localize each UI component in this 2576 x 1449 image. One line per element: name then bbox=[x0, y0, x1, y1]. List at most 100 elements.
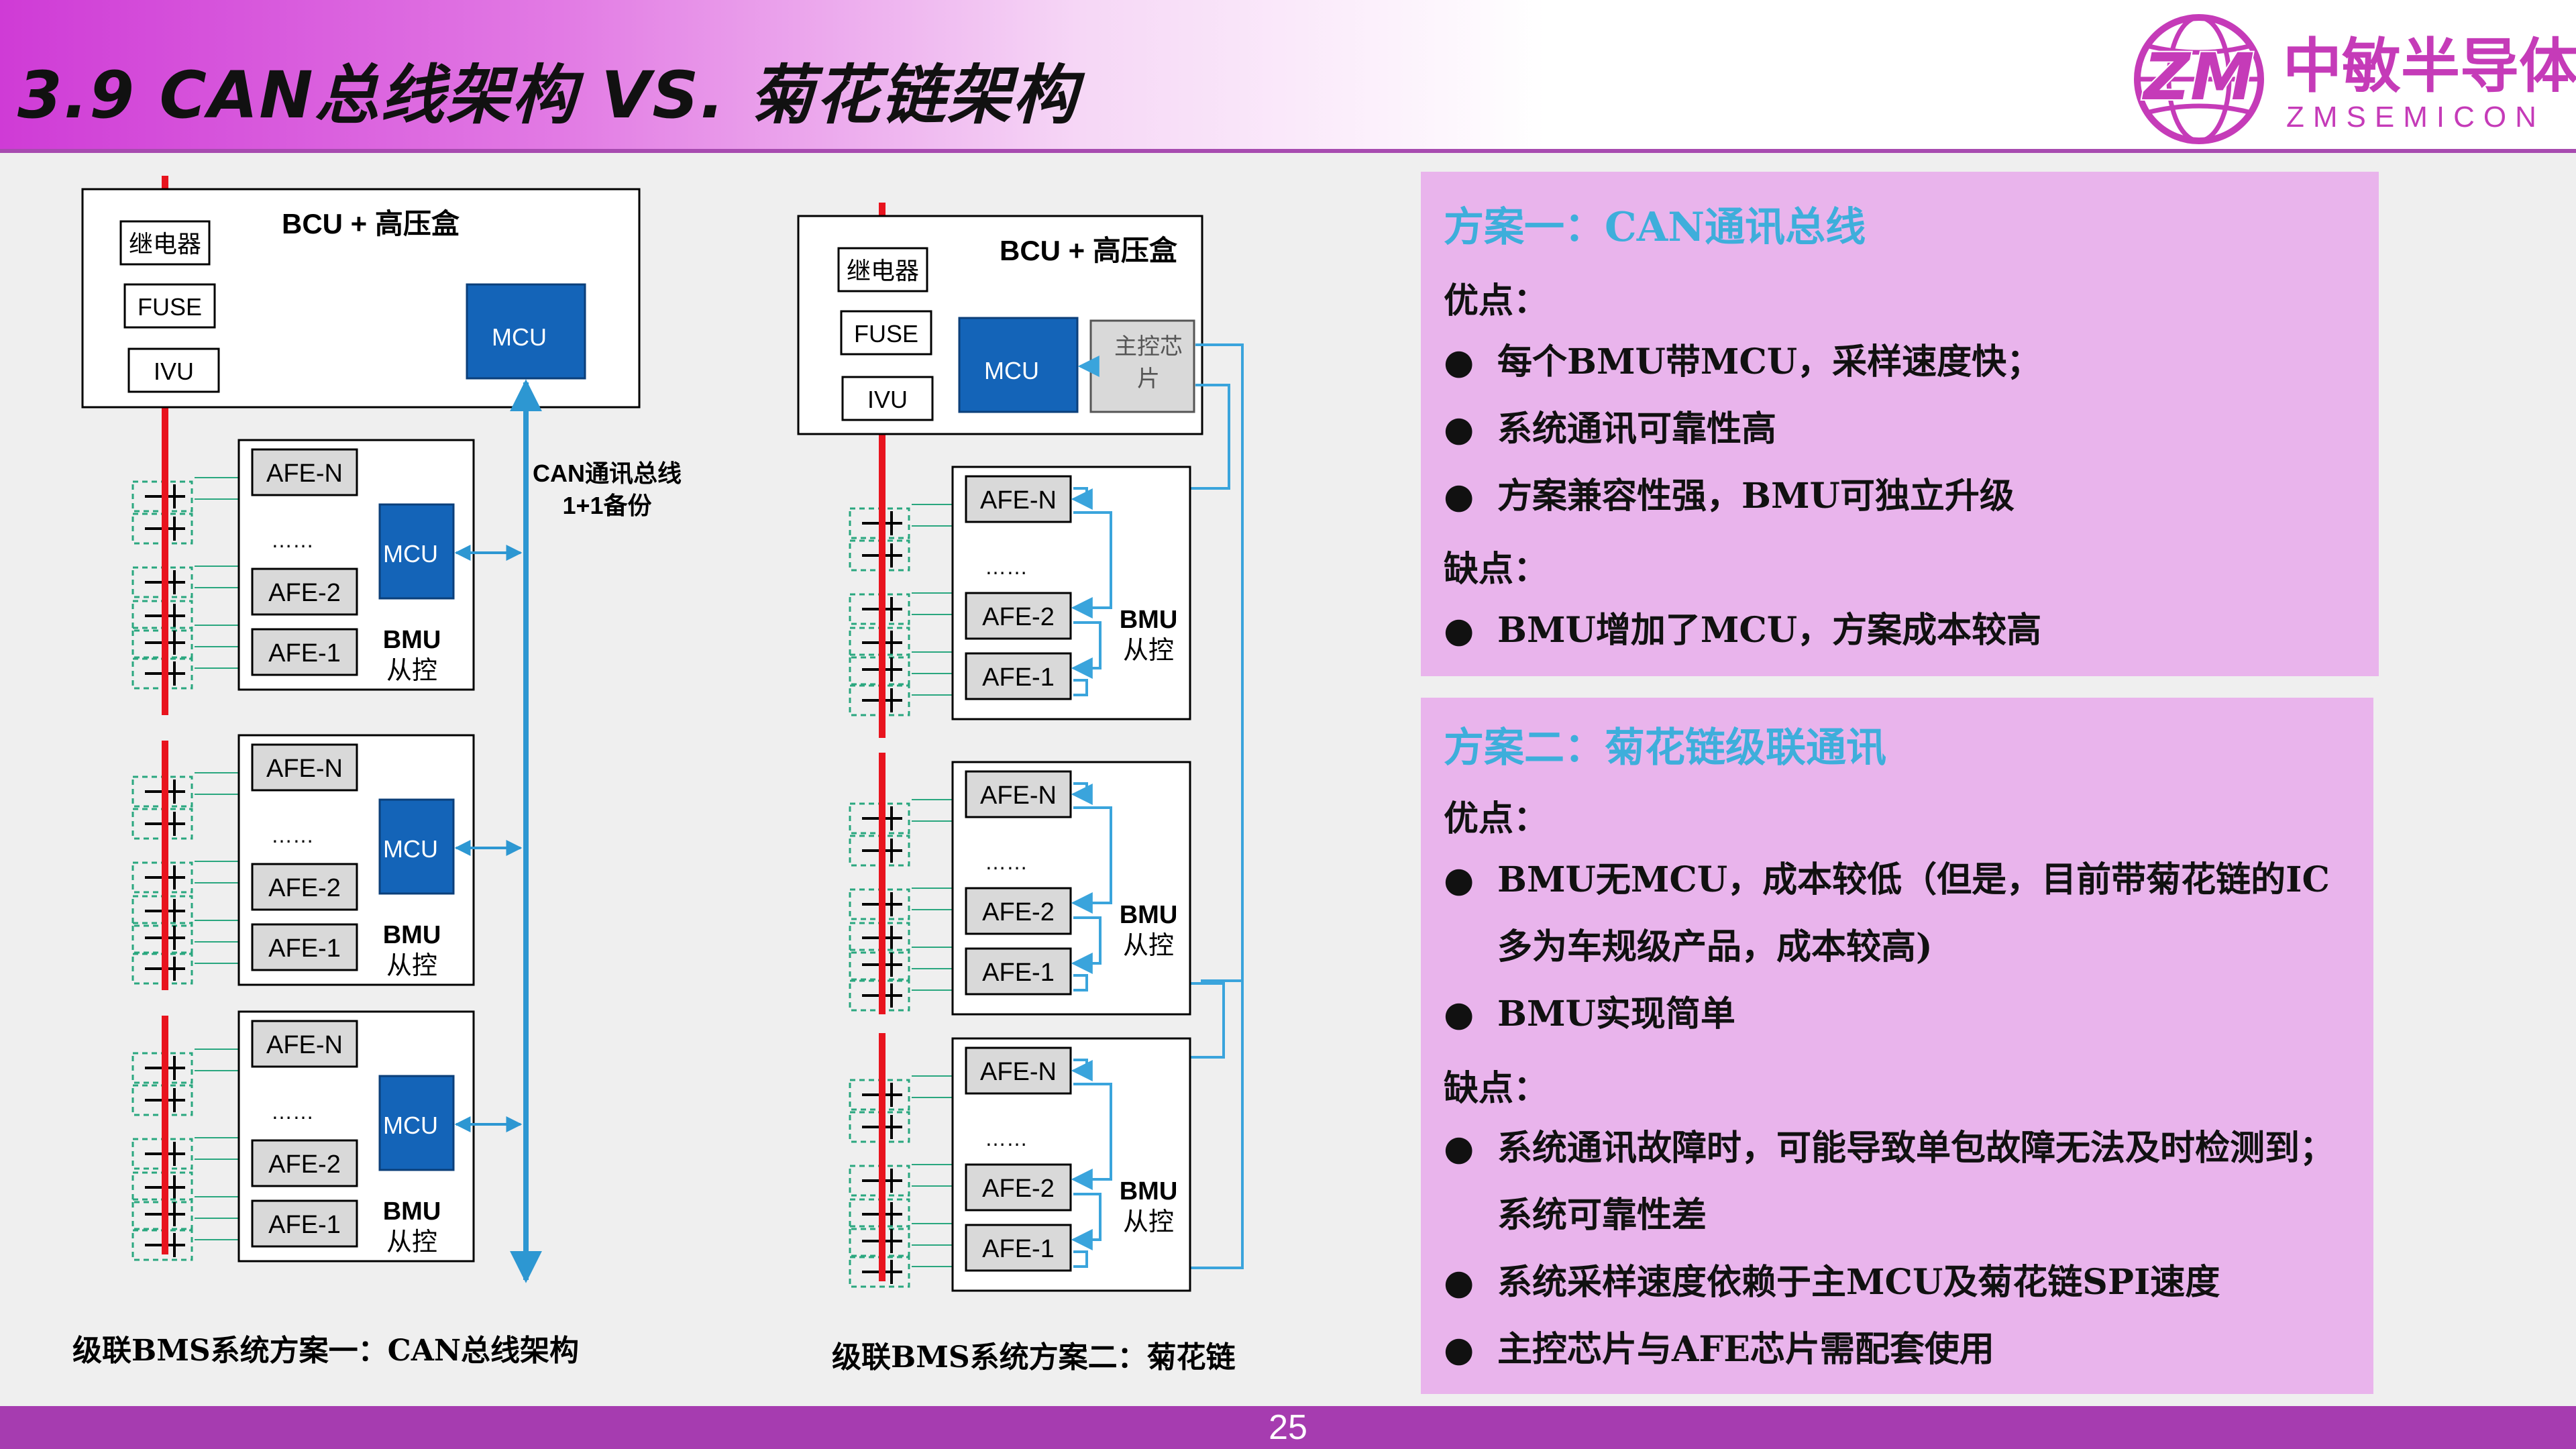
scheme2-panel: 方案二：菊花链级联通讯 优点： ●BMU无MCU，成本较低（但是，目前带菊花链的… bbox=[1421, 698, 2373, 1394]
scheme1-con-text: BMU增加了MCU，方案成本较高 bbox=[1497, 610, 2042, 651]
bcu-title-2: BCU + 高压盒 bbox=[1000, 235, 1178, 266]
master-chip-label-2: 片 bbox=[1137, 366, 1160, 392]
afe-1-box bbox=[965, 1224, 1072, 1272]
master-chip-label: 主控芯 bbox=[1114, 333, 1183, 360]
slave-label: 从控 bbox=[1123, 930, 1174, 960]
scheme1-pro-text: 系统通讯可靠性高 bbox=[1497, 409, 1777, 449]
afe-n-box bbox=[251, 743, 358, 792]
afe-2-box bbox=[251, 1139, 358, 1187]
internal-daisy-link bbox=[1071, 487, 1112, 696]
ivu-label: IVU bbox=[154, 358, 194, 385]
bullet-icon: ● bbox=[1444, 1329, 1474, 1370]
afe-1-label: AFE-1 bbox=[268, 1211, 341, 1239]
afe-1-box bbox=[251, 628, 358, 676]
scheme2-con-text: 主控芯片与AFE芯片需配套使用 bbox=[1497, 1329, 1994, 1370]
footer-bar bbox=[0, 1406, 2576, 1449]
bmu-label: BMU bbox=[383, 921, 441, 949]
scheme1-pro-item: ●系统通讯可靠性高 bbox=[1444, 396, 2356, 463]
scheme1-title: 方案一：CAN通讯总线 bbox=[1444, 204, 1866, 251]
afe-n-box bbox=[965, 1046, 1072, 1095]
can-bmu-modules: AFE-N……AFE-2AFE-1MCUBMU从控AFE-N……AFE-2AFE… bbox=[237, 439, 523, 1263]
fuse-box bbox=[123, 283, 216, 329]
afe-2-label: AFE-2 bbox=[268, 579, 341, 607]
slave-label: 从控 bbox=[1123, 1207, 1174, 1236]
slave-label: 从控 bbox=[386, 655, 437, 685]
afe-1-label: AFE-1 bbox=[268, 639, 341, 667]
battery-cell-strings-2 bbox=[849, 504, 953, 1288]
scheme2-con-text: 系统通讯故障时，可能导致单包故障无法及时检测到；系统可靠性差 bbox=[1497, 1128, 2335, 1236]
daisy-bmu-modules: AFE-N……AFE-2AFE-1BMU从控AFE-N……AFE-2AFE-1B… bbox=[951, 466, 1191, 1292]
ellipsis: …… bbox=[985, 850, 1028, 874]
bullet-icon: ● bbox=[1444, 1262, 1474, 1303]
afe-n-box bbox=[965, 770, 1072, 818]
afe-2-label: AFE-2 bbox=[982, 603, 1055, 631]
ellipsis: …… bbox=[985, 555, 1028, 579]
afe-2-label: AFE-2 bbox=[268, 1150, 341, 1179]
fuse-label: FUSE bbox=[138, 293, 202, 321]
bcu-box-2: BCU + 高压盒 继电器 FUSE IVU MCU 主控芯 片 bbox=[797, 215, 1203, 435]
page-title: 3.9 CAN总线架构 VS. 菊花链架构 bbox=[17, 58, 1079, 133]
daisy-chain-diagram: BCU + 高压盒 继电器 FUSE IVU MCU 主控芯 片 AFE-N bbox=[797, 203, 1244, 1375]
ivu-label-2: IVU bbox=[867, 386, 908, 413]
afe-2-box bbox=[965, 592, 1072, 640]
internal-daisy-link bbox=[1071, 1059, 1112, 1268]
afe-2-box bbox=[251, 568, 358, 616]
bmu-label: BMU bbox=[1120, 901, 1178, 929]
afe-2-label: AFE-2 bbox=[982, 898, 1055, 926]
bmu-mcu-chip bbox=[378, 1075, 455, 1171]
slave-label: 从控 bbox=[386, 1227, 437, 1256]
bullet-icon: ● bbox=[1444, 994, 1474, 1034]
header-divider bbox=[0, 149, 2576, 153]
bmu-label: BMU bbox=[1120, 606, 1178, 634]
slave-label: 从控 bbox=[386, 951, 437, 980]
scheme1-pro-item: ● 每个BMU带MCU，采样速度快； bbox=[1444, 329, 2356, 396]
bcu-mcu-chip-2 bbox=[958, 317, 1079, 413]
afe-1-label: AFE-1 bbox=[982, 663, 1055, 692]
scheme2-con-item: ● 系统采样速度依赖于主MCU及菊花链SPI速度 bbox=[1444, 1249, 2356, 1316]
scheme1-con-item: ● BMU增加了MCU，方案成本较高 bbox=[1444, 597, 2356, 664]
afe-1-label: AFE-1 bbox=[982, 1235, 1055, 1263]
bullet-icon: ● bbox=[1444, 476, 1474, 517]
scheme2-con-item: ● 系统通讯故障时，可能导致单包故障无法及时检测到；系统可靠性差 bbox=[1444, 1115, 2356, 1249]
bcu-mcu-label: MCU bbox=[492, 323, 547, 351]
scheme1-cons-label: 缺点： bbox=[1444, 549, 1549, 590]
fuse-label-2: FUSE bbox=[854, 320, 918, 347]
bullet-icon: ● bbox=[1444, 1128, 1474, 1169]
scheme1-pro-text: 每个BMU带MCU，采样速度快； bbox=[1497, 341, 2042, 382]
logo-chinese-name: 中敏半导体 bbox=[2283, 32, 2576, 101]
bmu-label: BMU bbox=[1120, 1177, 1178, 1205]
relay-box-2 bbox=[837, 247, 928, 292]
architecture-diagrams: BCU + 高压盒 继电器 FUSE IVU MCU CAN通讯总线 1+1备份… bbox=[72, 176, 1244, 1375]
afe-n-label: AFE-N bbox=[980, 486, 1057, 515]
bmu-mcu-label: MCU bbox=[383, 1112, 438, 1139]
afe-n-box bbox=[965, 475, 1072, 523]
scheme2-pros-label: 优点： bbox=[1444, 798, 1549, 839]
bullet-icon: ● bbox=[1444, 341, 1474, 382]
scheme1-panel: 方案一：CAN通讯总线 优点： ●每个BMU带MCU，采样速度快； ●系统通讯可… bbox=[1421, 172, 2379, 676]
afe-2-box bbox=[965, 887, 1072, 935]
bullet-icon: ● bbox=[1444, 610, 1474, 651]
afe-2-label: AFE-2 bbox=[982, 1175, 1055, 1203]
bcu-mcu-label-2: MCU bbox=[984, 357, 1039, 384]
fuse-box-2 bbox=[840, 310, 932, 356]
internal-daisy-link bbox=[1071, 782, 1112, 991]
scheme2-pro-text: BMU实现简单 bbox=[1497, 994, 1735, 1034]
afe-2-label: AFE-2 bbox=[268, 874, 341, 902]
bmu-mcu-label: MCU bbox=[383, 540, 438, 568]
scheme2-pro-item: ●BMU无MCU，成本较低（但是，目前带菊花链的IC多为车规级产品，成本较高) bbox=[1444, 847, 2356, 981]
afe-n-box bbox=[251, 1020, 358, 1068]
bcu-title: BCU + 高压盒 bbox=[282, 208, 460, 239]
globe-logo-icon: ZM bbox=[2134, 14, 2264, 144]
bcu-box: BCU + 高压盒 继电器 FUSE IVU MCU bbox=[81, 188, 641, 409]
afe-n-label: AFE-N bbox=[266, 1031, 343, 1059]
logo-mark: ZM bbox=[2141, 40, 2254, 115]
afe-1-box bbox=[251, 1199, 358, 1248]
scheme2-pro-item: ● BMU实现简单 bbox=[1444, 981, 2356, 1048]
scheme2-title: 方案二：菊花链级联通讯 bbox=[1444, 724, 1886, 771]
afe-2-box bbox=[965, 1163, 1072, 1212]
scheme2-con-text: 系统采样速度依赖于主MCU及菊花链SPI速度 bbox=[1497, 1262, 2220, 1303]
